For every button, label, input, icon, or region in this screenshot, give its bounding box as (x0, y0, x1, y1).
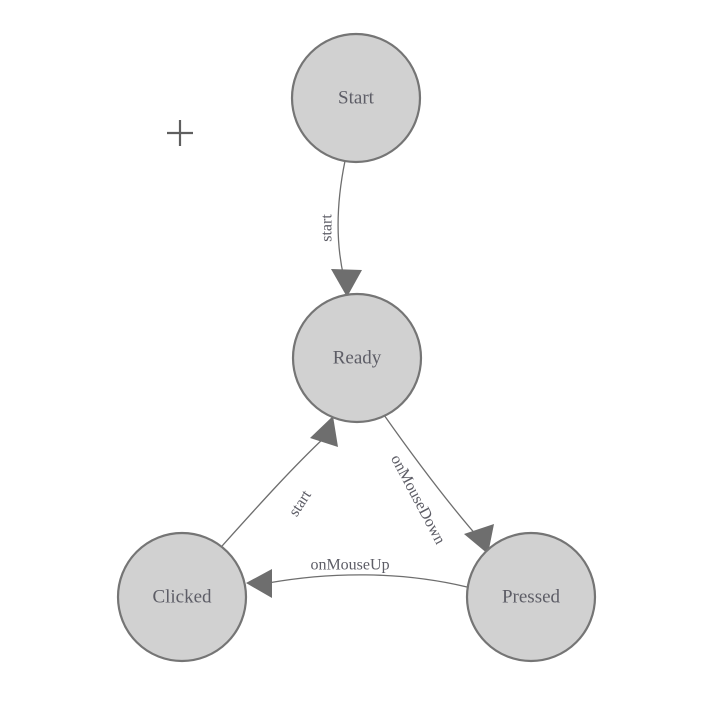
arrowhead-into-clicked-from-pressed (246, 569, 272, 598)
node-pressed-circle[interactable] (465, 531, 597, 663)
edge-clicked-to-ready[interactable] (221, 416, 338, 547)
edge-path-start-to-ready (337, 160, 346, 279)
node-clicked-label: Clicked (152, 586, 212, 607)
node-pressed-label: Pressed (502, 586, 561, 607)
edge-label-pressed-to-clicked-group: onMouseUp (310, 557, 389, 574)
node-ready[interactable]: Ready (291, 292, 423, 424)
edge-path-pressed-to-clicked (267, 574, 468, 588)
edge-label-onmousedown: onMouseDown (387, 452, 448, 547)
node-ready-circle[interactable] (291, 292, 423, 424)
edge-label-onmouseup: onMouseUp (310, 557, 389, 574)
edge-label-ready-to-pressed-group: onMouseDown (387, 452, 448, 547)
node-start-circle[interactable] (290, 32, 422, 164)
edge-ready-to-pressed[interactable] (383, 414, 494, 554)
edge-label-clicked-to-ready-group: start (286, 487, 316, 520)
node-clicked[interactable]: Clicked (116, 531, 248, 663)
node-ready-label: Ready (333, 347, 382, 368)
arrowhead-into-pressed-from-ready (464, 524, 494, 554)
edge-label-start-to-ready-group: start (319, 214, 336, 242)
plus-crosshair-icon[interactable] (167, 120, 193, 146)
arrowhead-into-ready-from-clicked (310, 416, 338, 447)
edge-label-start-to-ready: start (319, 214, 336, 242)
node-pressed[interactable]: Pressed (465, 531, 597, 663)
arrowhead-into-ready-from-start (331, 269, 362, 297)
edge-path-clicked-to-ready (221, 436, 326, 547)
edge-start-to-ready[interactable] (331, 160, 362, 297)
node-clicked-circle[interactable] (116, 531, 248, 663)
edge-pressed-to-clicked[interactable] (246, 569, 468, 598)
edge-label-clicked-to-ready-start: start (286, 487, 316, 520)
node-start-label: Start (338, 87, 375, 108)
node-start[interactable]: Start (290, 32, 422, 164)
